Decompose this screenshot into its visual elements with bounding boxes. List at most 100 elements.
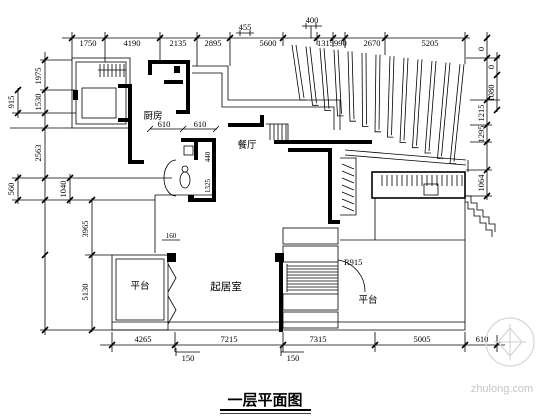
left-platform-label: 平台	[130, 280, 149, 292]
kitchen-dimension-line	[146, 125, 220, 133]
corridor-lines	[192, 65, 341, 130]
dim-top-6: 1315	[317, 38, 334, 48]
stair-radius-arc	[337, 259, 366, 293]
sub-dimension-455-line	[236, 30, 254, 36]
south-edge-lines	[112, 321, 465, 331]
left-dimension-line	[17, 52, 93, 335]
right-block-outline	[371, 171, 466, 199]
dim-interior-440: 440	[204, 151, 212, 162]
right-upper-block	[371, 171, 496, 237]
dim-right-1295: 1295	[476, 126, 486, 143]
kitchen-north-wall	[148, 60, 190, 114]
dim-interior-1325: 1325	[204, 179, 212, 194]
dim-top-1: 1750	[80, 38, 97, 48]
toilet-area: 440 1325	[163, 138, 216, 202]
dining-stair-hatch	[266, 123, 289, 140]
dim-top-455: 455	[239, 22, 252, 32]
toilet-tank-icon	[181, 165, 189, 173]
block-outer-wall	[71, 57, 131, 129]
dining-side-stair	[340, 157, 357, 216]
dim-offset-1: 150	[182, 353, 195, 363]
left-platform-outer	[111, 254, 169, 331]
stair-radius-label: R915	[344, 257, 362, 267]
dim-left-6: 1040	[58, 181, 68, 198]
right-platform-outline	[340, 198, 466, 330]
right-extension-lines	[466, 57, 500, 197]
dim-left-1: 1975	[33, 68, 43, 85]
sub-dimension-400-line	[302, 23, 322, 38]
dining-label: 餐厅	[237, 139, 257, 151]
dim-left-3: 1530	[33, 94, 43, 111]
dim-left-8: 5130	[80, 284, 90, 301]
dim-right-0b: 0	[486, 65, 496, 69]
dim-bottom-5: 610	[476, 334, 489, 344]
block-door-mark	[73, 90, 78, 100]
dim-top-400: 400	[306, 15, 319, 25]
upper-left-block	[71, 57, 131, 129]
living-column-left	[167, 253, 176, 262]
dim-bottom-2: 7215	[221, 334, 238, 344]
dim-left-7: 3965	[80, 221, 90, 238]
watermark-text: zhulong.com	[471, 383, 533, 395]
dim-bottom-1: 4265	[135, 334, 152, 344]
left-platform-inner	[115, 258, 165, 321]
right-dimension-chain: 0 0 1080 1215 1295 1064	[466, 32, 501, 200]
main-stair: R915	[282, 227, 366, 329]
right-block-box	[423, 183, 439, 196]
dim-top-9: 5205	[422, 38, 439, 48]
toilet-column	[188, 195, 194, 201]
stair-landing-2	[282, 245, 339, 263]
sink-icon	[183, 145, 194, 156]
dim-left-5: 560	[6, 183, 16, 196]
living-outline	[154, 194, 212, 253]
dim-offset-2: 150	[287, 353, 300, 363]
dim-top-5: 5600	[260, 38, 277, 48]
terrace-edge-lines	[344, 149, 469, 172]
dim-top-8: 2670	[364, 38, 381, 48]
dim-left-2: 915	[6, 96, 16, 109]
offset-leader-lines	[175, 348, 304, 356]
living-area: 160 起居室	[154, 194, 284, 332]
living-door-swings	[167, 263, 177, 325]
dim-top-2: 4190	[124, 38, 141, 48]
dining-walls	[228, 115, 372, 224]
left-platform: 平台	[111, 254, 169, 331]
dim-right-0a: 0	[476, 47, 486, 51]
toilet-walls	[181, 138, 216, 202]
watermark-logo-mark	[494, 324, 526, 360]
stair-landing-4	[282, 311, 339, 329]
bottom-extension-lines	[111, 332, 498, 352]
toilet-bowl-icon	[179, 171, 191, 189]
block-stair-hatch	[98, 64, 126, 77]
watermark: zhulong.com	[471, 317, 535, 395]
dim-top-7: 990	[334, 38, 347, 48]
dim-right-1080: 1080	[486, 85, 496, 102]
stair-treads	[286, 262, 339, 294]
bottom-dimension-chain: 4265 7215 7315 5005 610 150 150	[100, 332, 505, 363]
right-platform-label: 平台	[358, 294, 377, 306]
right-platform: 平台	[112, 198, 466, 331]
stepped-terrace-lines	[291, 44, 469, 172]
dim-interior-160: 160	[166, 232, 177, 240]
dim-top-4: 2895	[205, 38, 222, 48]
terrace-fan-lines	[291, 44, 465, 164]
left-extension-lines	[10, 59, 172, 331]
kitchen-label: 厨房	[143, 110, 162, 122]
dim-bottom-4: 5005	[414, 334, 431, 344]
left-dimension-chain: 1975 915 1530 2563 560 1040 3965 5130	[6, 52, 172, 335]
block-small-room	[81, 87, 117, 119]
dim-left-4: 2563	[33, 145, 43, 162]
dim-interior-610b: 610	[194, 119, 207, 129]
kitchen-west-wall	[118, 84, 144, 164]
drawing-title-block: 一层平面图	[220, 391, 311, 414]
dining-area: 餐厅	[228, 115, 372, 224]
living-label: 起居室	[210, 280, 242, 293]
block-inner-wall	[75, 61, 127, 125]
kitchen-column	[174, 66, 180, 73]
drawing-title: 一层平面图	[227, 391, 302, 409]
right-external-steps	[465, 195, 496, 237]
dim-top-3: 2135	[170, 38, 187, 48]
stair-landing-1	[282, 227, 339, 245]
kitchen-area: 厨房 610 610	[118, 60, 341, 164]
